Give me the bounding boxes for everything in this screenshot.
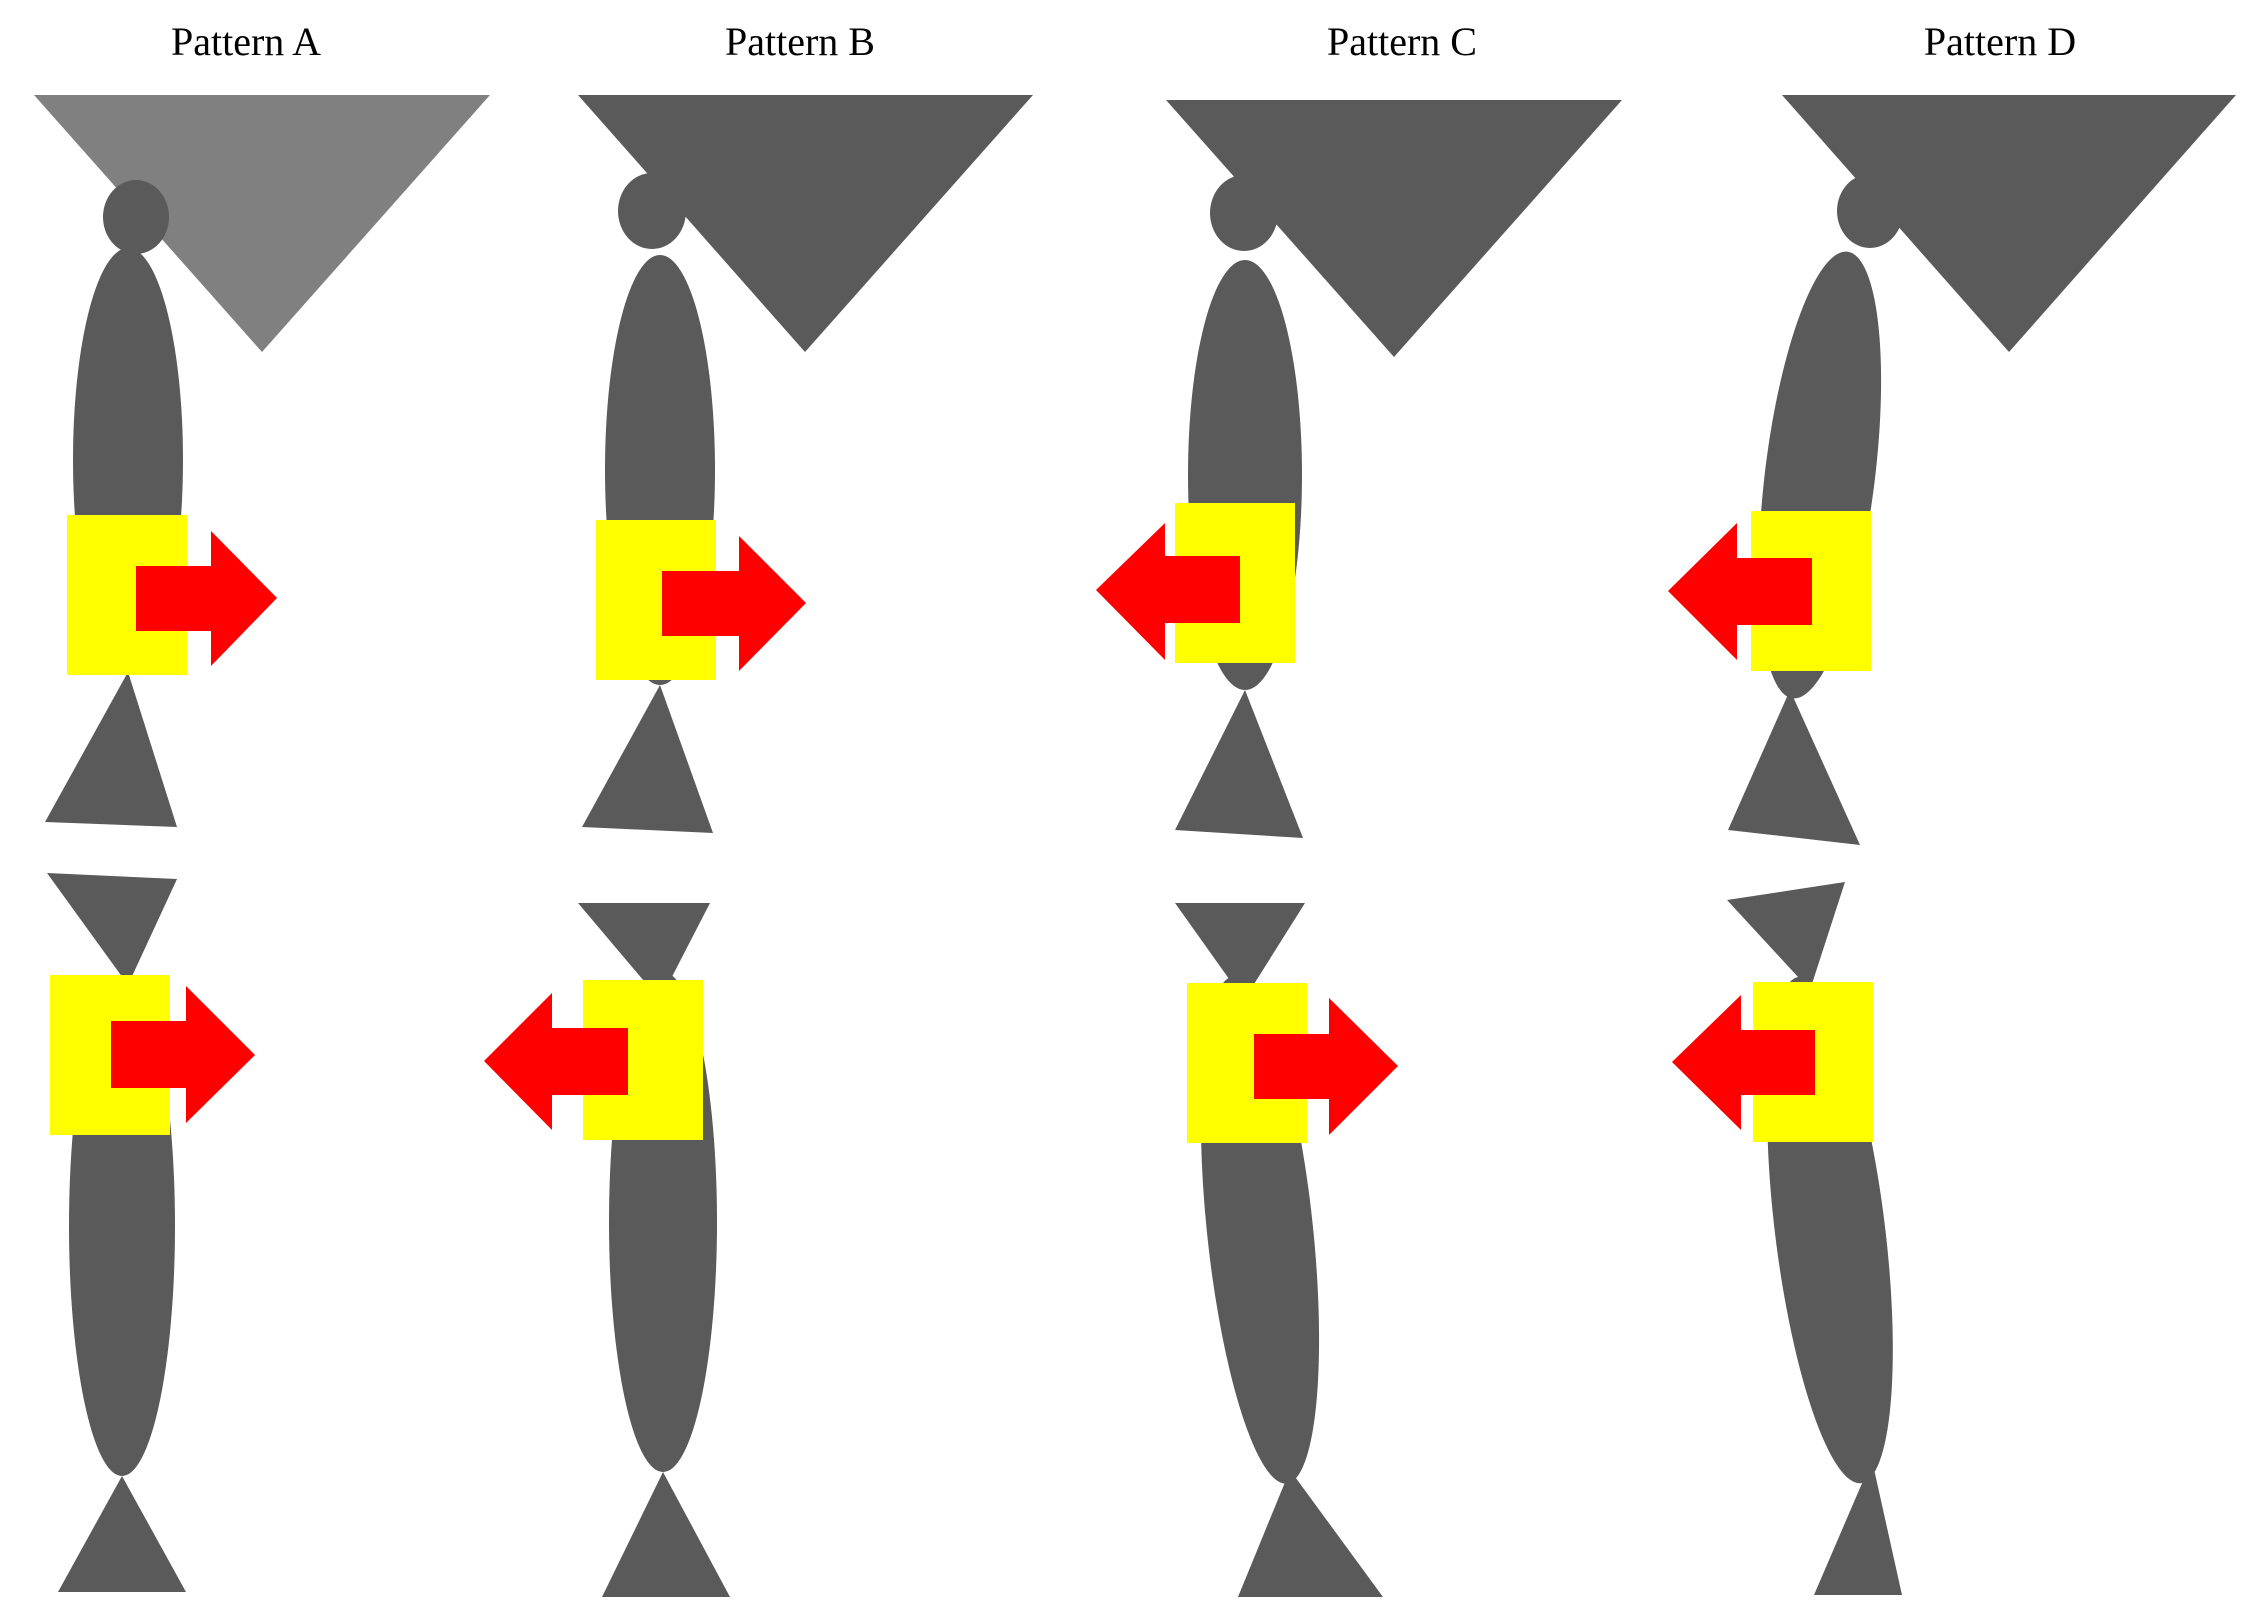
distal-triangle — [58, 1476, 186, 1592]
proximal-triangle — [578, 903, 710, 1000]
distal-triangle — [1238, 1470, 1383, 1597]
distal-triangle — [602, 1472, 730, 1597]
pattern-a — [34, 95, 490, 1592]
arrow-right-icon — [136, 531, 277, 666]
arrow-right-icon — [111, 986, 255, 1123]
arrow-left-icon — [1668, 523, 1812, 660]
distal-triangle — [582, 685, 713, 833]
joint-circle — [1837, 174, 1903, 248]
head-triangle — [578, 95, 1033, 352]
distal-triangle — [45, 672, 177, 827]
proximal-triangle — [47, 873, 177, 985]
distal-triangle — [1175, 690, 1303, 838]
pattern-d — [1668, 95, 2236, 1595]
head-triangle — [1166, 100, 1622, 357]
joint-circle — [1210, 175, 1278, 251]
joint-circle — [103, 180, 169, 254]
pattern-c — [1096, 100, 1622, 1597]
pattern-b — [484, 95, 1033, 1597]
pattern-title-c: Pattern C — [1327, 19, 1477, 64]
arrow-left-icon — [1096, 523, 1240, 660]
arrow-right-icon — [662, 536, 806, 671]
proximal-triangle — [1175, 903, 1305, 1000]
pattern-title-d: Pattern D — [1923, 19, 2077, 64]
joint-circle — [618, 173, 686, 249]
arrow-left-icon — [484, 993, 628, 1130]
distal-triangle — [1728, 690, 1860, 845]
pattern-title-b: Pattern B — [725, 19, 875, 64]
arrow-left-icon — [1672, 995, 1815, 1130]
arrow-right-icon — [1254, 998, 1398, 1135]
proximal-triangle — [1727, 882, 1845, 990]
head-triangle-a — [34, 95, 490, 352]
head-triangle — [1782, 95, 2236, 352]
distal-triangle — [1814, 1460, 1902, 1595]
pattern-title-a: Pattern A — [171, 19, 321, 64]
